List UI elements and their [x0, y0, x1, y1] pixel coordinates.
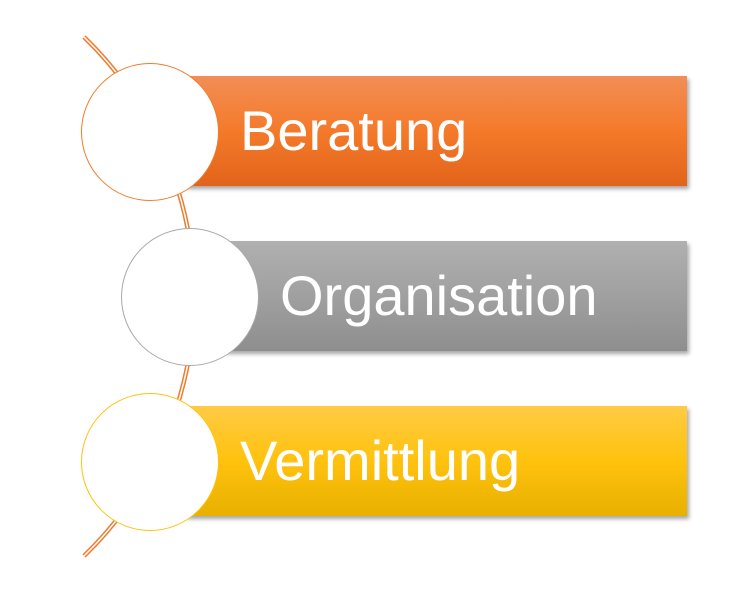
- item-label: Vermittlung: [240, 429, 521, 492]
- item-label: Beratung: [240, 99, 468, 162]
- item-bar-beratung: Beratung: [185, 76, 687, 186]
- item-bar-organisation: Organisation: [225, 241, 687, 351]
- item-circle-vermittlung: [81, 393, 219, 531]
- item-circle-beratung: [81, 63, 219, 201]
- item-circle-organisation: [121, 228, 259, 366]
- item-bar-vermittlung: Vermittlung: [185, 406, 687, 516]
- item-label: Organisation: [280, 264, 598, 327]
